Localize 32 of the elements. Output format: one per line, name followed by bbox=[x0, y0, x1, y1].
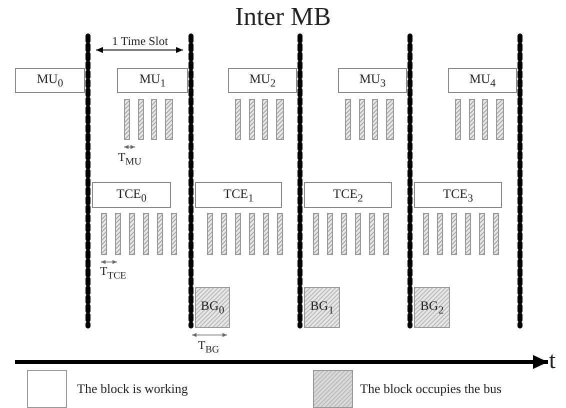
dimension-label: 1 Time Slot bbox=[112, 34, 168, 49]
working-block bbox=[304, 182, 392, 208]
working-block bbox=[228, 68, 297, 93]
legend-label: The block occupies the bus bbox=[360, 381, 502, 397]
block-label: MU$_{4}$ bbox=[469, 71, 496, 90]
block-label: TCE$_{2}$ bbox=[333, 186, 363, 204]
working-block bbox=[448, 68, 517, 93]
working-block bbox=[15, 68, 85, 93]
block-label: MU$_{0}$ bbox=[36, 71, 64, 90]
dimension-label: T$_{BG}$ bbox=[198, 338, 220, 356]
working-block bbox=[92, 182, 171, 208]
axis-label: t bbox=[549, 348, 556, 375]
dimension-label: T$_{MU}$ bbox=[118, 150, 142, 168]
working-block bbox=[117, 68, 188, 93]
block-label: MU$_{2}$ bbox=[249, 71, 276, 90]
block-label: MU$_{1}$ bbox=[139, 71, 166, 90]
bus-block bbox=[304, 287, 340, 328]
legend-label: The block is working bbox=[77, 381, 188, 397]
block-label: BG$_{1}$ bbox=[310, 298, 334, 317]
block-label: TCE$_{0}$ bbox=[116, 186, 146, 204]
diagram-title: Inter MB bbox=[234, 2, 332, 32]
working-block bbox=[195, 182, 282, 208]
bus-block bbox=[195, 287, 230, 328]
block-label: BG$_{0}$ bbox=[200, 298, 224, 317]
bus-block bbox=[414, 287, 450, 328]
dimension-label: T$_{TCE}$ bbox=[100, 264, 126, 282]
block-label: MU$_{3}$ bbox=[359, 71, 386, 90]
working-block bbox=[414, 182, 502, 208]
block-label: TCE$_{3}$ bbox=[443, 186, 473, 204]
block-label: TCE$_{1}$ bbox=[224, 186, 254, 204]
block-label: BG$_{2}$ bbox=[420, 298, 444, 317]
working-block bbox=[338, 68, 407, 93]
